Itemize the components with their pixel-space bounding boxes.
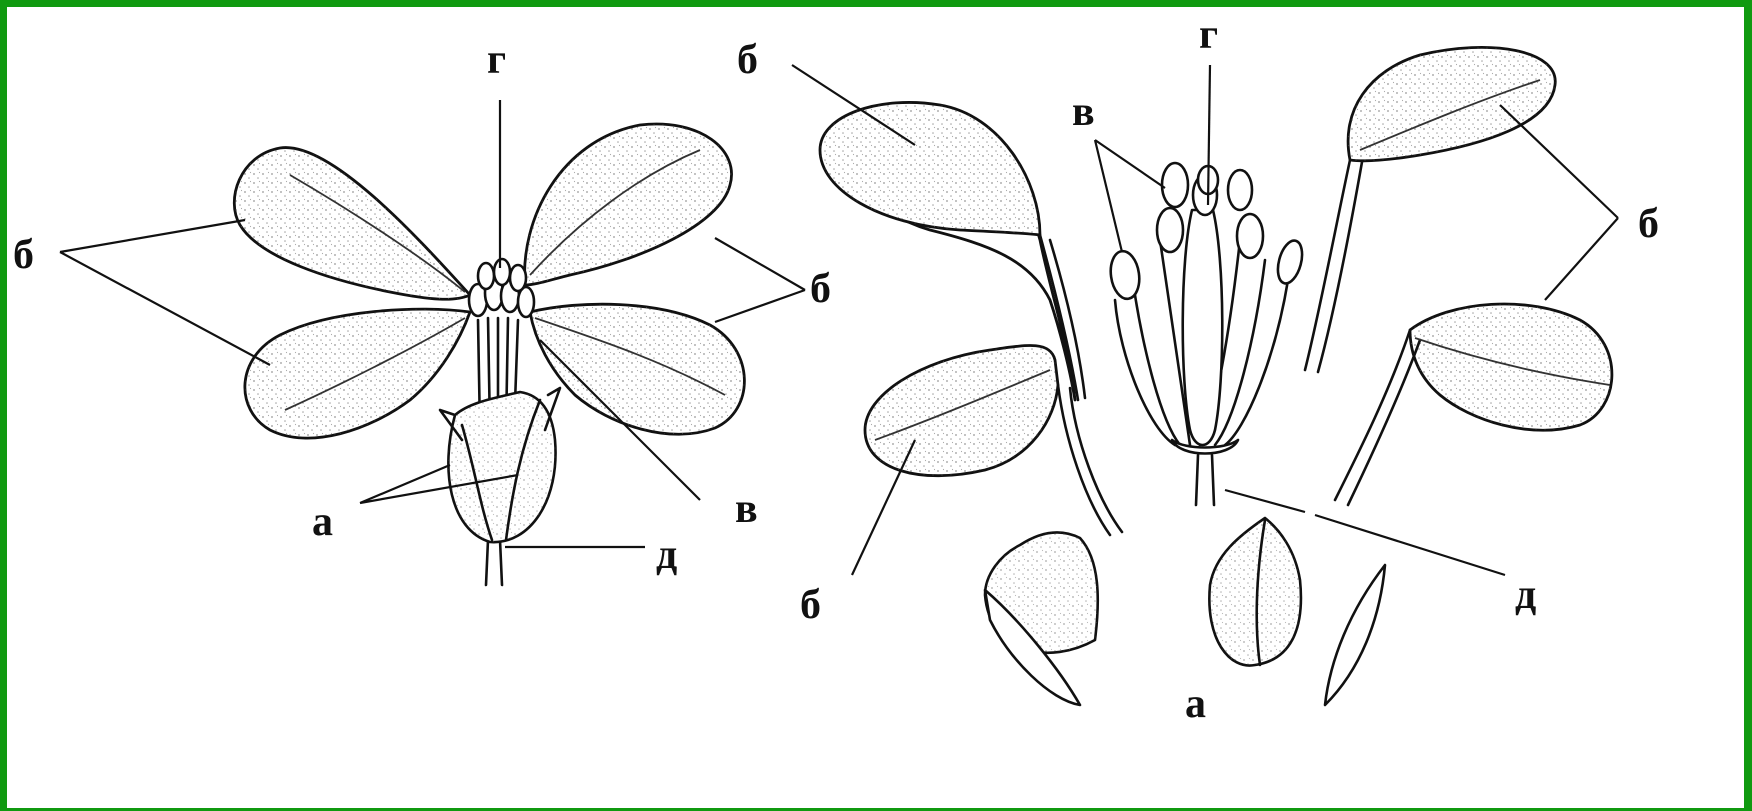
left-pedicel [486,540,502,585]
left-calyx [440,388,560,542]
label-v-stamens: в [1072,89,1095,135]
right-petal-lower-right [1335,304,1612,505]
label-d-pedicel: д [656,532,677,578]
right-petal-lower-left [865,346,1122,535]
right-stamens-and-pistil [1108,163,1307,505]
left-petal-lower-right [530,304,744,434]
label-v-stamen: в [735,486,758,532]
left-petal-upper-left [234,148,470,300]
label-b-petal-top-left: б [737,37,758,83]
label-b-petals-right: б [1638,201,1659,247]
label-a-calyx: а [312,499,333,545]
dissected-flower-drawing [792,47,1618,705]
left-labels: г б б а в д [13,37,831,578]
label-b-petals-left: б [13,232,34,278]
label-d-receptacle: д [1515,572,1536,618]
label-b-petals-right: б [810,266,831,312]
right-sepals [985,518,1385,705]
label-a-sepals: а [1185,681,1206,727]
left-petal-upper-right [525,124,732,285]
left-petal-lower-left [245,309,470,438]
label-g-pistil: г [1199,12,1218,58]
label-b-petal-bottom-left: б [800,582,821,628]
whole-flower-drawing [60,100,805,585]
label-g-stamens-left: г [487,37,506,83]
